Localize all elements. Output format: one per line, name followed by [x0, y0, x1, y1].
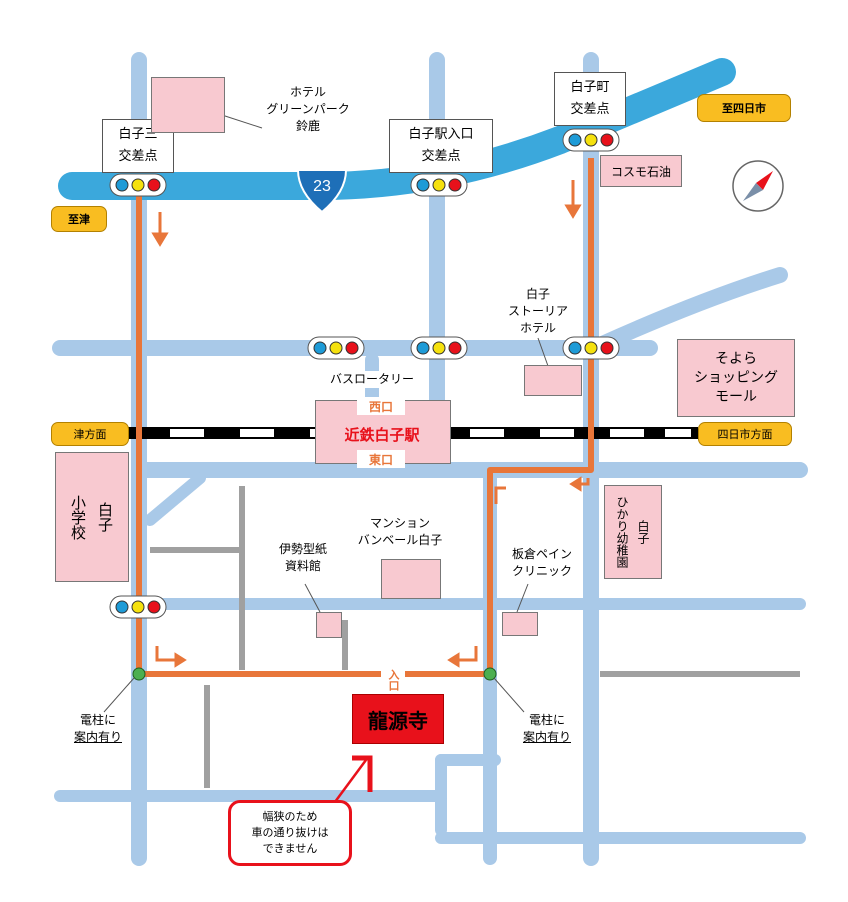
station-east-exit: 東口	[357, 450, 405, 468]
traffic-light-station-north	[410, 336, 468, 360]
gray-roads	[150, 486, 800, 788]
label-shiroko-cho: 白子町 交差点	[554, 72, 626, 126]
route-number: 23	[313, 178, 331, 195]
pole-note-right: 電柱に 案内有り	[522, 713, 571, 744]
temple-entrance-label: 入口	[381, 666, 405, 694]
traffic-light-shiroko-san	[109, 173, 167, 197]
story-hotel-building	[524, 365, 582, 396]
story-hotel-label: 白子 ストーリア ホテル	[507, 287, 568, 335]
traffic-light-eki-iriguchi	[410, 173, 468, 197]
compass-icon	[732, 160, 784, 212]
temple-building: 龍源寺	[352, 694, 444, 744]
yokkaichi-side-label: 四日市方面	[698, 422, 792, 446]
tsu-side-label: 津方面	[51, 422, 129, 446]
cosmo-oil-building: コスモ石油	[600, 155, 682, 187]
itakura-clinic-label: 板倉ペイン クリニック	[511, 547, 572, 578]
direction-arrows	[151, 180, 590, 668]
station-name: 近鉄白子駅	[344, 425, 420, 444]
mansion-building	[381, 559, 441, 599]
hotel-green-park-label: ホテル グリーンパーク 鈴鹿	[266, 85, 350, 133]
traffic-light-east-mid	[562, 336, 620, 360]
route-line	[136, 158, 594, 677]
pole-right-marker	[483, 667, 497, 681]
traffic-light-shiroko-cho	[562, 128, 620, 152]
traffic-lights	[109, 128, 620, 619]
route-23-shield: 23	[296, 169, 348, 214]
itakura-clinic-building	[502, 612, 538, 636]
temple-pointer	[330, 755, 373, 807]
ise-katagami-building	[316, 612, 342, 638]
pole-left-marker	[132, 667, 146, 681]
elementary-school-building: 白子 小学校	[55, 452, 129, 582]
traffic-light-school	[109, 595, 167, 619]
label-shiroko-eki-iriguchi: 白子駅入口 交差点	[389, 119, 493, 173]
mansion-label: マンション バンベール白子	[357, 516, 443, 547]
to-yokkaichi-label: 至四日市	[697, 94, 791, 122]
traffic-light-west-mid	[307, 336, 365, 360]
label-shiroko-san: 白子三 交差点	[102, 119, 174, 173]
narrow-road-warning: 幅狭のため 車の通り抜けは できません	[228, 800, 352, 866]
hotel-green-park-building	[151, 77, 225, 133]
pointer-lines	[103, 114, 549, 713]
ise-katagami-label: 伊勢型紙 資料館	[278, 542, 327, 573]
pole-note-left: 電柱に 案内有り	[73, 713, 122, 744]
bus-rotary-label: バスロータリー	[322, 371, 422, 388]
to-tsu-label: 至津	[51, 206, 107, 232]
station-west-exit: 西口	[357, 397, 405, 415]
highway-23	[58, 58, 736, 200]
soyora-mall-building: そよら ショッピング モール	[677, 339, 795, 417]
kindergarten-building: 白子 ひかり幼稚園	[604, 485, 662, 579]
